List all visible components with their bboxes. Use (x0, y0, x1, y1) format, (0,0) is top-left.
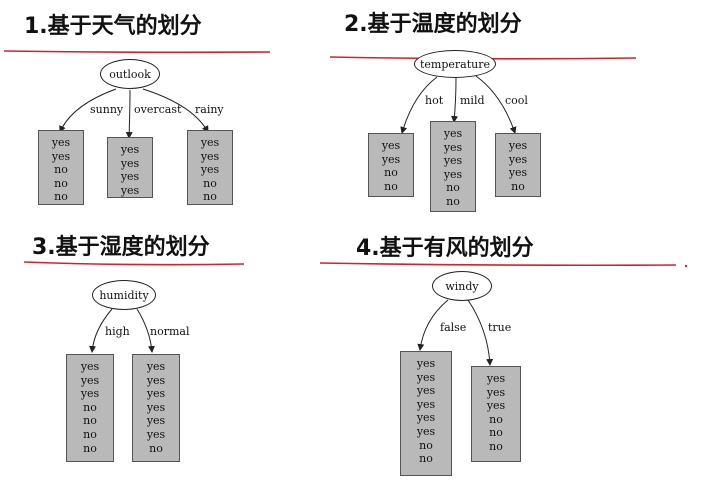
leaf-value: yes (120, 183, 140, 197)
leaf-value: no (83, 427, 97, 441)
leaf-value: no (54, 190, 68, 204)
root-label: humidity (99, 288, 149, 302)
leaf-node: yes yes yes yes yes yes no no (400, 351, 452, 476)
leaf-value: no (384, 166, 398, 180)
leaf-value: yes (416, 357, 436, 370)
panel-heading: 3.基于湿度的划分 (32, 235, 210, 260)
leaf-value: yes (80, 360, 100, 373)
leaf-value: yes (508, 166, 528, 180)
leaf-value: no (511, 179, 525, 193)
leaf-value: no (446, 181, 460, 195)
leaf-value: no (83, 414, 97, 428)
leaf-value: yes (146, 427, 166, 441)
panel-heading: 2.基于温度的划分 (344, 12, 522, 37)
leaf-value: yes (120, 170, 140, 184)
leaf-value: yes (200, 149, 220, 163)
leaf-value: no (489, 426, 503, 440)
branch-label: cool (505, 94, 528, 107)
leaf-value: yes (443, 154, 463, 168)
leaf-value: no (149, 441, 163, 455)
branch-label: false (440, 321, 467, 334)
leaf-value: yes (416, 397, 436, 411)
root-node: windy (432, 271, 492, 301)
leaf-node: yes yes yes no (495, 133, 541, 197)
leaf-value: yes (200, 163, 220, 177)
leaf-value: yes (443, 127, 463, 140)
leaf-value: no (446, 194, 460, 208)
leaf-value: no (83, 441, 97, 455)
leaf-node: yes yes yes no no no (471, 366, 521, 462)
leaf-value: no (83, 400, 97, 414)
leaf-value: yes (381, 139, 401, 152)
branch-label: mild (460, 94, 485, 107)
leaf-value: yes (200, 136, 220, 149)
branch-label: overcast (134, 103, 182, 116)
branch-label: normal (150, 325, 190, 338)
leaf-node: yes yes yes yes yes yes no (132, 354, 180, 462)
leaf-value: yes (443, 140, 463, 154)
root-node: temperature (414, 50, 496, 78)
leaf-value: no (419, 438, 433, 452)
leaf-node: yes yes yes yes no no (430, 121, 476, 212)
leaf-value: yes (146, 373, 166, 387)
leaf-value: yes (146, 414, 166, 428)
leaf-value: yes (146, 400, 166, 414)
leaf-value: yes (416, 384, 436, 398)
leaf-value: yes (508, 152, 528, 166)
leaf-value: yes (51, 149, 71, 163)
leaf-value: yes (146, 360, 166, 373)
leaf-value: yes (381, 152, 401, 166)
leaf-node: yes yes yes no no (187, 130, 233, 205)
leaf-value: no (203, 176, 217, 190)
leaf-value: yes (416, 424, 436, 438)
branch-label: sunny (90, 103, 124, 116)
leaf-value: yes (120, 156, 140, 170)
leaf-value: no (384, 179, 398, 193)
leaf-value: yes (120, 143, 140, 156)
panel-heading: 1.基于天气的划分 (24, 14, 202, 39)
leaf-node: yes yes no no no (38, 130, 84, 205)
leaf-value: no (203, 190, 217, 204)
leaf-value: no (489, 439, 503, 453)
leaf-value: yes (416, 370, 436, 384)
leaf-value: yes (51, 136, 71, 149)
leaf-value: yes (416, 411, 436, 425)
branch-label: rainy (195, 103, 224, 116)
leaf-node: yes yes no no (368, 133, 414, 197)
panel-heading: 4.基于有风的划分 (356, 236, 534, 261)
leaf-value: yes (508, 139, 528, 152)
leaf-value: yes (80, 387, 100, 401)
branch-label: high (105, 325, 130, 338)
leaf-value: no (419, 452, 433, 466)
root-label: outlook (109, 67, 151, 81)
branch-label: true (488, 321, 512, 334)
leaf-node: yes yes yes no no no no (66, 354, 114, 462)
leaf-value: yes (443, 167, 463, 181)
root-label: temperature (419, 57, 490, 71)
leaf-value: no (54, 163, 68, 177)
leaf-value: yes (486, 399, 506, 413)
root-label: windy (445, 279, 479, 293)
leaf-value: no (489, 412, 503, 426)
leaf-value: no (54, 176, 68, 190)
leaf-value: yes (146, 387, 166, 401)
leaf-value: yes (80, 373, 100, 387)
leaf-value: yes (486, 372, 506, 385)
root-node: humidity (92, 280, 156, 310)
branch-label: hot (425, 94, 444, 107)
leaf-node: yes yes yes yes (107, 137, 153, 198)
leaf-value: yes (486, 385, 506, 399)
root-node: outlook (100, 59, 160, 89)
